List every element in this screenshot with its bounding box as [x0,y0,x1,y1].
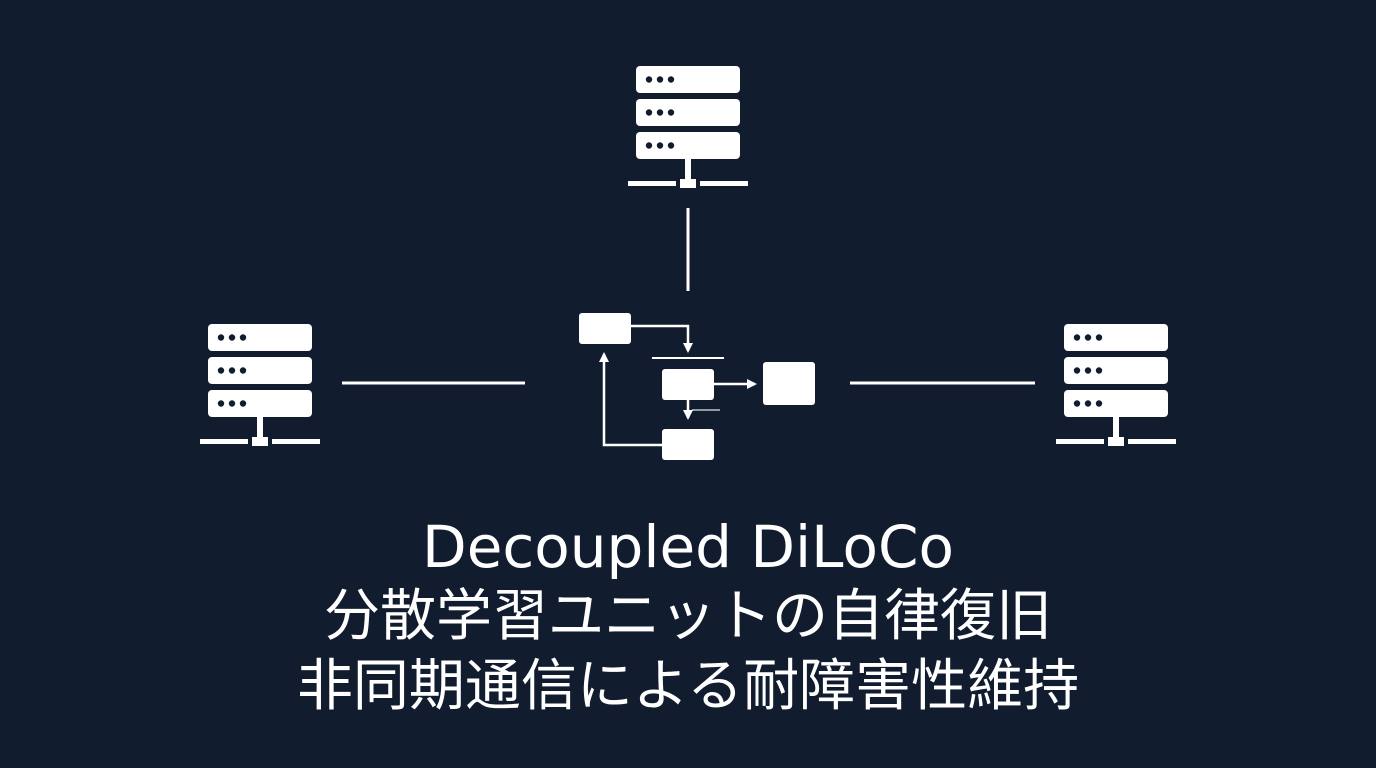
title-line-1: Decoupled DiLoCo [422,513,954,581]
arrow-d-to-a [599,352,662,447]
title-block: Decoupled DiLoCo 分散学習ユニットの自律復旧 非同期通信による耐… [0,512,1376,722]
process-block-b [662,369,714,400]
title-line-2: 分散学習ユニットの自律復旧 [324,584,1052,649]
process-block-a [579,313,631,344]
title-line-3: 非同期通信による耐障害性維持 [296,654,1080,719]
arrow-a-to-b [631,324,693,353]
process-block-d [662,429,714,460]
server-right-icon [1056,324,1176,446]
server-left-icon [200,324,320,446]
process-block-c [763,362,815,405]
server-top-icon [628,66,748,188]
